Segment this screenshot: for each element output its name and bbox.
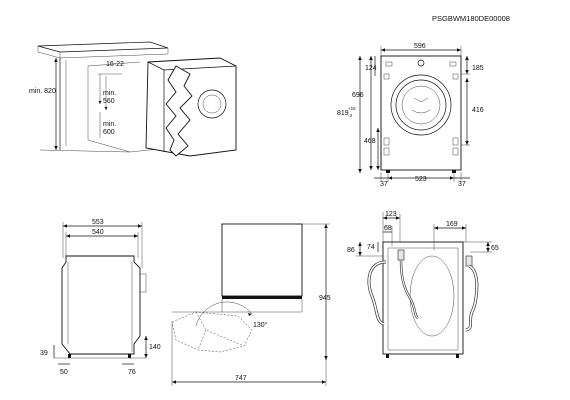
inner-width-label: 523: [415, 176, 427, 183]
outlet-connector: [465, 255, 473, 267]
height-tol-plus: +18: [348, 106, 356, 111]
front-view: 596 124 696 819 +18 -3 468: [337, 43, 484, 188]
plinth-label: 140: [149, 344, 161, 351]
min-width-label-line1: min.: [103, 90, 116, 97]
door-cabinet: [221, 223, 303, 297]
height-label: 819: [337, 110, 349, 117]
depth-open-label: 747: [235, 375, 247, 382]
min-depth-label-line2: 600: [103, 129, 115, 136]
pipe-pos-label: 74: [367, 244, 375, 251]
side-body: [61, 255, 141, 355]
total-height-label: 945: [319, 295, 331, 302]
foot-offset-label: 50: [60, 369, 68, 376]
door-view: 130° 945 747: [171, 223, 331, 386]
rear-offset-label: 76: [128, 369, 136, 376]
top-pipe-label: 86: [347, 247, 355, 254]
hinge-to-top-label: 416: [472, 107, 484, 114]
door-height-label: 696: [352, 92, 364, 99]
rear-view: 123 68 169 86 74 65: [347, 211, 499, 358]
top-right-label: 185: [472, 65, 484, 72]
left-foot-label: 37: [380, 181, 388, 188]
rear-body: [382, 241, 464, 355]
gap-label: 16-22: [106, 61, 124, 68]
angle-label: 130°: [253, 321, 268, 329]
min-width-label-line2: 560: [103, 98, 115, 105]
program-knob: [417, 59, 425, 67]
model-code: PSGBWM180DE00008: [432, 14, 510, 23]
side-view: 553 540 39 50 76 140: [40, 219, 161, 376]
hose-inner-label: 68: [384, 225, 392, 232]
front-door-ring: [390, 74, 452, 136]
min-depth-label-line1: min.: [103, 121, 116, 128]
counter-top: [37, 41, 169, 53]
door-panel: [165, 65, 193, 157]
body-depth-label: 540: [92, 229, 104, 236]
lower-height-label: 468: [364, 138, 376, 145]
drum-door: [197, 89, 227, 119]
inlet-connector: [397, 249, 405, 261]
min-height-label: min. 820: [29, 88, 56, 95]
right-foot-label: 37: [458, 181, 466, 188]
installation-view: min. 820 16-22 min. 560 min. 600: [29, 41, 237, 157]
open-door-outline: [171, 311, 253, 353]
right-pipe-offset-label: 169: [446, 221, 458, 228]
right-pipe-height-label: 65: [491, 245, 499, 252]
machine-body: [145, 57, 237, 157]
height-tol-minus: -3: [348, 113, 352, 118]
foot-height-label: 39: [40, 350, 48, 357]
front-width-label: 596: [414, 43, 426, 50]
outer-depth-label: 553: [92, 219, 104, 226]
hose-offset-label: 123: [385, 211, 397, 218]
